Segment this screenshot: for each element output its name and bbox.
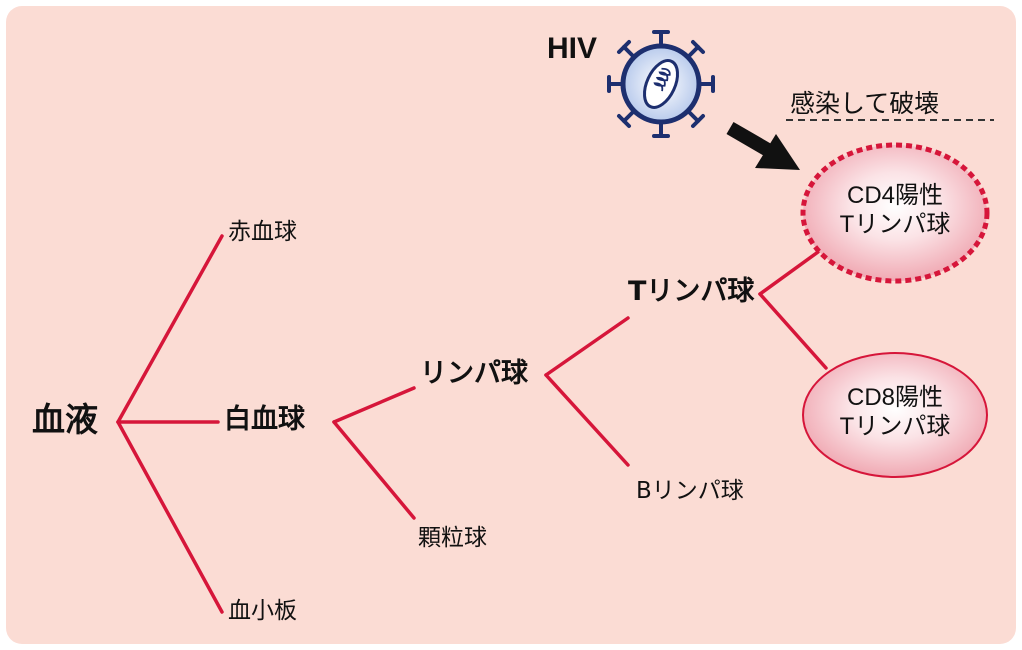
line-wbc-granulocyte <box>332 420 416 520</box>
line-t-cd4 <box>758 250 820 296</box>
cd8-cell <box>802 352 988 478</box>
cd4-cell-label: CD4陽性 Tリンパ球 <box>815 182 975 240</box>
line-wbc-lymph <box>332 386 416 424</box>
root-label: 血液 <box>32 400 98 439</box>
cd4-line1: CD4陽性 <box>846 182 943 209</box>
hiv-label: HIV <box>547 32 598 65</box>
b-lymphocyte-label: Bリンパ球 <box>636 478 744 504</box>
platelet-label: 血小板 <box>228 598 297 624</box>
line-t-cd8 <box>758 292 828 370</box>
virus-icon <box>607 30 715 138</box>
line-blood-platelet <box>116 420 224 614</box>
infection-arrow <box>726 121 800 170</box>
line-lymph-b <box>544 373 630 467</box>
cd8-cell-label: CD8陽性 Tリンパ球 <box>815 384 975 442</box>
cd8-line2: Tリンパ球 <box>839 412 951 440</box>
lymphocyte-label: リンパ球 <box>420 358 528 389</box>
granulocyte-label: 顆粒球 <box>418 525 487 551</box>
rbc-label: 赤血球 <box>228 219 297 245</box>
cd8-line1: CD8陽性 <box>846 384 943 411</box>
line-blood-rbc <box>116 234 224 424</box>
cd4-line2: Tリンパ球 <box>839 210 951 238</box>
line-lymph-t <box>544 316 630 377</box>
t-lymphocyte-label: Tリンパ球 <box>628 276 755 307</box>
diagram-background <box>6 6 1016 644</box>
cd4-cell <box>800 142 990 284</box>
infection-annotation: 感染して破壊 <box>790 89 940 118</box>
wbc-label: 白血球 <box>224 404 305 435</box>
